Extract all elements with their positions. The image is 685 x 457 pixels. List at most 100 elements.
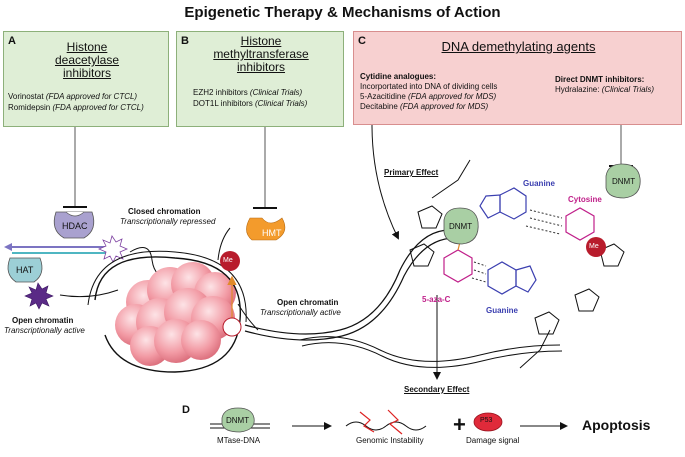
drug-line: Vorinostat (FDA approved for CTCL)	[8, 92, 137, 102]
panel-d-graphics	[210, 407, 568, 435]
panel-label: C	[358, 35, 366, 47]
drug-status: (Clinical Trials)	[254, 99, 308, 108]
histone-tail	[59, 289, 119, 298]
dna-strand	[299, 336, 561, 362]
drug-name: Decitabine	[360, 102, 398, 111]
hat-enzyme	[7, 257, 43, 283]
open-chromatin-left-sub: Transcriptionally active	[4, 326, 85, 335]
aza-c-ring	[443, 249, 473, 283]
panel-title: Histone methyltransferase inhibitors	[177, 35, 345, 74]
open-chromatin-left-title: Open chromatin	[12, 316, 74, 325]
panel-a-hdac-inhibitors: A Histone deacetylase inhibitors Vorinos…	[3, 31, 169, 127]
aza-c-label: 5-aza-C	[422, 295, 451, 304]
panel-title: Histone deacetylase inhibitors	[4, 41, 170, 80]
methyl-mark-cytosine	[586, 237, 606, 257]
methyl-mark	[220, 251, 240, 271]
inhibition-line-dnmt	[609, 125, 633, 167]
panel-title: DNA demethylating agents	[441, 39, 596, 54]
drug-line: Romidepsin (FDA approved for CTCL)	[8, 103, 144, 113]
hat-label: HAT	[16, 265, 34, 275]
dna-strand	[244, 229, 451, 335]
primary-effect-label: Primary Effect	[384, 168, 439, 177]
inhibition-line-hmt	[253, 127, 277, 209]
dna-wrap	[94, 256, 241, 373]
dnmt-trapped-label: DNMT	[449, 222, 473, 231]
title-line: deacetylase	[54, 53, 120, 67]
cytidine-desc: Incorportated into DNA of dividing cells	[360, 82, 498, 91]
drug-name: EZH2 inhibitors	[193, 88, 248, 97]
cytosine-label: Cytosine	[568, 195, 602, 204]
unmethylated-site	[222, 317, 242, 337]
drug-status: (FDA approved for MDS)	[408, 92, 497, 101]
me-label: Me	[223, 257, 233, 264]
drug-line: DOT1L inhibitors (Clinical Trials)	[193, 99, 307, 109]
drug-name: DOT1L inhibitors	[193, 99, 253, 108]
histone-tail	[217, 227, 231, 261]
sugar-backbone-right	[519, 243, 625, 369]
p53-label: P53	[480, 417, 493, 424]
page-title: Epigenetic Therapy & Mechanisms of Actio…	[184, 4, 501, 21]
dnmt-d-label: DNMT	[226, 416, 250, 425]
dnmt-free	[605, 163, 641, 199]
panel-label: B	[181, 35, 189, 47]
drug-status: (Clinical Trials)	[601, 85, 654, 94]
cytosine-ring	[565, 207, 595, 241]
drug-name: Romidepsin	[8, 103, 51, 112]
damage-signal-label: Damage signal	[466, 436, 520, 445]
guanine-bottom-label: Guanine	[486, 306, 519, 315]
me-cytosine-label: Me	[589, 243, 599, 250]
guanine-top-label: Guanine	[523, 179, 556, 188]
acetyl-starburst-icon	[97, 235, 129, 263]
drug-line: 5-Azacitidine (FDA approved for MDS)	[360, 92, 496, 102]
drug-name: Vorinostat	[8, 92, 44, 101]
drug-status: (FDA approved for CTCL)	[45, 92, 138, 101]
drug-status: (Clinical Trials)	[249, 88, 303, 97]
guanine-top-ring	[479, 187, 527, 220]
inhibition-line-hdac	[63, 127, 87, 208]
dna-strand	[301, 342, 563, 368]
hmt-enzyme	[246, 217, 286, 241]
acetylation-arrows	[4, 243, 114, 257]
dna-wrap	[87, 250, 247, 323]
drug-line: EZH2 inhibitors (Clinical Trials)	[193, 88, 302, 98]
drug-name: 5-Azacitidine	[360, 92, 406, 101]
drug-name: Hydralazine:	[555, 85, 600, 94]
title-line: inhibitors	[236, 60, 286, 74]
hydrogen-bonds	[471, 209, 563, 283]
acetyl-filled-icon	[24, 282, 54, 310]
hdac-label: HDAC	[62, 221, 88, 231]
panel-label: D	[182, 404, 190, 416]
mtase-dna-label: MTase-DNA	[217, 436, 261, 445]
sugar-backbone-left	[409, 159, 471, 267]
hdac-enzyme	[53, 211, 95, 239]
title-line: methyltransferase	[213, 47, 309, 61]
genomic-instability-label: Genomic Instability	[356, 436, 424, 445]
panel-b-hmt-inhibitors: B Histone methyltransferase inhibitors E…	[176, 31, 344, 127]
closed-chromatin-sub: Transcriptionally repressed	[120, 217, 216, 226]
apoptosis-label: Apoptosis	[582, 417, 651, 433]
guanine-bottom-ring	[487, 261, 537, 295]
drug-line: Hydralazine: (Clinical Trials)	[555, 85, 654, 95]
dnmt-trapped	[443, 207, 479, 245]
cytidine-header: Cytidine analogues:	[360, 72, 437, 81]
panel-c-dna-demethylating: C DNA demethylating agents Cytidine anal…	[353, 31, 682, 125]
drug-status: (FDA approved for MDS)	[400, 102, 489, 111]
plus-sign: +	[453, 412, 466, 437]
secondary-effect-label: Secondary Effect	[404, 385, 470, 394]
title-line: inhibitors	[62, 66, 112, 80]
title-line: Histone	[240, 34, 282, 48]
drug-status: (FDA approved for CTCL)	[52, 103, 144, 112]
primary-effect-arrow	[371, 124, 399, 240]
hmt-label: HMT	[262, 228, 282, 238]
closed-chromatin-title: Closed chromation	[128, 207, 201, 216]
dna-strand	[244, 237, 456, 341]
title-line: Histone	[66, 40, 108, 54]
drug-line: Decitabine (FDA approved for MDS)	[360, 102, 488, 112]
panel-label: A	[8, 35, 16, 47]
direct-header: Direct DNMT inhibitors:	[555, 75, 645, 84]
histone-octamer	[115, 262, 236, 366]
open-chromatin-mid-sub: Transcriptionally active	[260, 308, 341, 317]
open-chromatin-mid-title: Open chromatin	[277, 298, 339, 307]
dnmt-free-label: DNMT	[612, 177, 636, 186]
